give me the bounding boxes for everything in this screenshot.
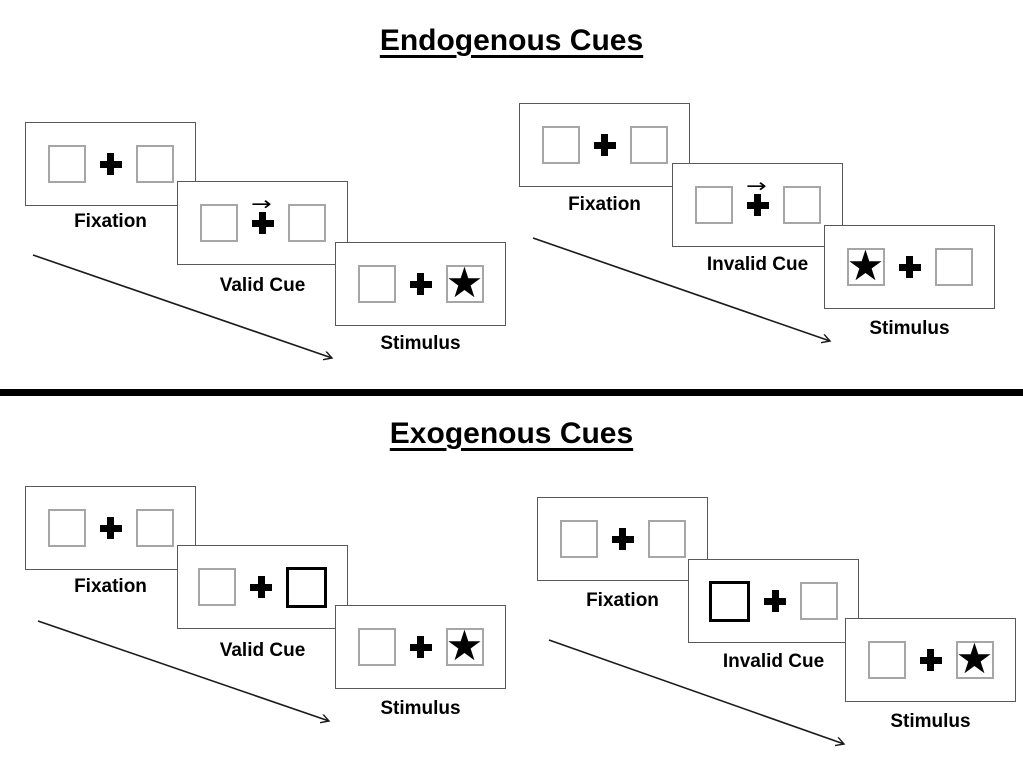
panel-label: Stimulus	[380, 698, 461, 719]
left-box: ★	[198, 568, 236, 606]
left-box: ★	[357, 628, 396, 666]
fixation-panel: ★ → ★	[25, 486, 196, 570]
fixation-cross: →	[919, 649, 942, 671]
fixation-panel: ★ → ★	[519, 103, 690, 187]
right-box: ★	[955, 633, 994, 683]
fixation-cross: →	[611, 528, 634, 550]
panel-label: Fixation	[74, 211, 147, 232]
time-arrow	[548, 639, 854, 751]
fixation-cross: →	[746, 177, 769, 216]
fixation-panel: ★ → ★	[25, 122, 196, 206]
time-arrow	[37, 620, 339, 729]
left-box: ★	[694, 186, 733, 224]
left-box: ★	[559, 520, 598, 558]
exogenous-title: Exogenous Cues	[389, 417, 634, 450]
panel-label: Invalid Cue	[722, 651, 825, 672]
stimulus-panel: ★ → ★	[824, 225, 995, 309]
fixation-cross: →	[99, 153, 122, 175]
left-box: ★	[47, 509, 86, 547]
right-box: ★	[286, 566, 327, 608]
valid-cue-panel: ★ → ★	[177, 181, 348, 265]
panel-label: Valid Cue	[219, 275, 306, 296]
endogenous-title: Endogenous Cues	[379, 24, 644, 57]
fixation-cross-icon	[409, 273, 432, 295]
right-box: ★	[445, 257, 484, 307]
fixation-cross-icon	[898, 256, 921, 278]
panel-label: Stimulus	[380, 333, 461, 354]
fixation-cross: →	[593, 134, 616, 156]
fixation-cross-icon	[251, 212, 274, 234]
cue-arrow-icon: →	[745, 175, 767, 197]
panel-label: Stimulus	[869, 318, 950, 339]
right-box: ★	[287, 204, 326, 242]
stimulus-panel: ★ → ★	[335, 242, 506, 326]
right-box: ★	[800, 582, 838, 620]
panel-label: Stimulus	[890, 711, 971, 732]
time-arrow	[532, 237, 840, 349]
fixation-cross: →	[898, 256, 921, 278]
valid-cue-panel: ★ → ★	[177, 545, 348, 629]
fixation-cross: →	[409, 273, 432, 295]
right-box: ★	[135, 145, 174, 183]
fixation-cross: →	[251, 195, 274, 234]
fixation-cross-icon	[611, 528, 634, 550]
left-box: ★	[867, 641, 906, 679]
fixation-cross-icon	[250, 576, 272, 598]
fixation-cross: →	[409, 636, 432, 658]
fixation-cross-icon	[746, 194, 769, 216]
left-box: ★	[47, 145, 86, 183]
stimulus-panel: ★ → ★	[845, 618, 1016, 702]
left-box: ★	[357, 265, 396, 303]
section-divider	[0, 389, 1023, 396]
right-box: ★	[629, 126, 668, 164]
right-box: ★	[445, 620, 484, 670]
star-icon: ★	[445, 257, 484, 307]
stimulus-panel: ★ → ★	[335, 605, 506, 689]
right-box: ★	[647, 520, 686, 558]
fixation-cross-icon	[409, 636, 432, 658]
fixation-cross: →	[250, 576, 272, 598]
right-box: ★	[135, 509, 174, 547]
fixation-cross: →	[99, 517, 122, 539]
panel-label: Invalid Cue	[706, 254, 809, 275]
time-arrow	[32, 254, 340, 366]
right-box: ★	[934, 248, 973, 286]
panel-label: Fixation	[568, 194, 641, 215]
fixation-cross: →	[764, 590, 786, 612]
star-icon: ★	[445, 620, 484, 670]
fixation-cross-icon	[99, 517, 122, 539]
invalid-cue-panel: ★ → ★	[688, 559, 859, 643]
panel-label: Fixation	[74, 576, 147, 597]
left-box: ★	[709, 580, 750, 622]
fixation-cross-icon	[99, 153, 122, 175]
fixation-cross-icon	[919, 649, 942, 671]
star-icon: ★	[955, 633, 994, 683]
left-box: ★	[846, 240, 885, 290]
invalid-cue-panel: ★ → ★	[672, 163, 843, 247]
fixation-cross-icon	[593, 134, 616, 156]
star-icon: ★	[846, 240, 885, 290]
cue-arrow-icon: →	[250, 193, 272, 215]
right-box: ★	[782, 186, 821, 224]
left-box: ★	[199, 204, 238, 242]
fixation-panel: ★ → ★	[537, 497, 708, 581]
left-box: ★	[541, 126, 580, 164]
panel-label: Fixation	[586, 590, 659, 611]
panel-label: Valid Cue	[219, 640, 306, 661]
fixation-cross-icon	[764, 590, 786, 612]
